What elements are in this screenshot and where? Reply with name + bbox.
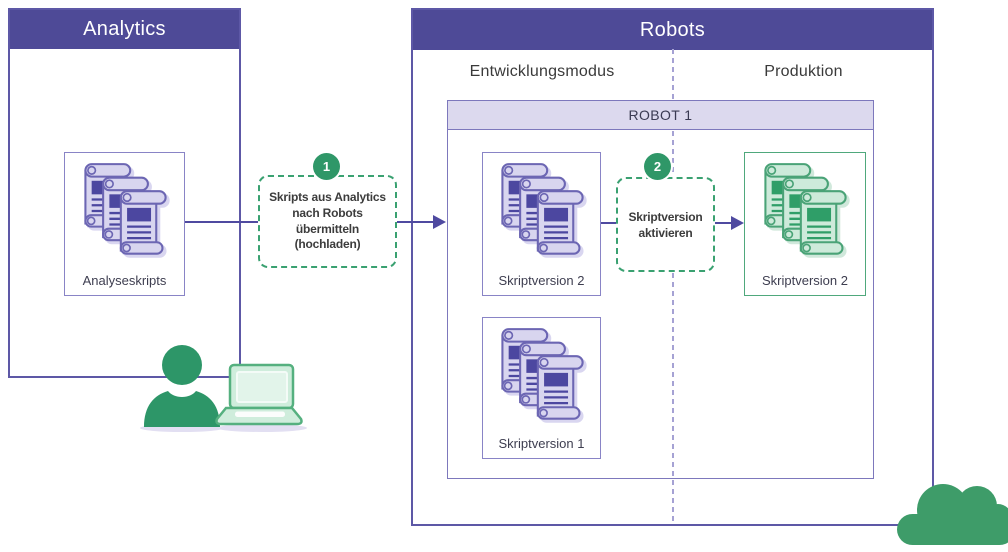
analytics-header: Analytics	[10, 10, 239, 49]
step-1-text-line4: (hochladen)	[294, 237, 361, 252]
analyseskripts-label: Analyseskripts	[82, 273, 167, 288]
step-1-badge: 1	[313, 153, 340, 180]
step-2-badge: 2	[644, 153, 671, 180]
script-stack-icon	[759, 161, 851, 261]
skriptversion1-label: Skriptversion 1	[498, 436, 585, 451]
robots-title: Robots	[639, 18, 706, 41]
script-stack-icon	[496, 161, 588, 261]
skriptversion2-prod-label: Skriptversion 2	[762, 273, 848, 288]
skriptversion2-prod-box: Skriptversion 2	[744, 152, 866, 296]
step-1-text-line1: Skripts aus Analytics	[269, 190, 386, 204]
robot1-title: ROBOT 1	[628, 107, 693, 123]
step-1-box: Skripts aus Analytics nach Robots übermi…	[258, 175, 397, 268]
skriptversion2-dev-label: Skriptversion 2	[498, 273, 585, 288]
laptop-icon	[215, 363, 303, 426]
column-label-produktion: Produktion	[764, 63, 843, 80]
robot1-header: ROBOT 1	[447, 100, 874, 130]
step-2-text-line1: Skriptversion	[628, 210, 703, 224]
skriptversion1-box: Skriptversion 1	[482, 317, 601, 459]
robots-header: Robots	[413, 10, 932, 50]
script-stack-icon	[79, 161, 171, 261]
column-label-entwicklungsmodus: Entwicklungsmodus	[469, 63, 615, 80]
shadow	[217, 424, 307, 432]
user-with-laptop	[140, 345, 307, 432]
analytics-title: Analytics	[83, 18, 166, 40]
user-icon	[144, 345, 220, 427]
step-1-text-line2: nach Robots	[292, 205, 363, 220]
step-1-text-line3: übermitteln	[295, 221, 360, 236]
step-2-text-line2: aktivieren	[638, 225, 693, 240]
analytics-panel: Analytics	[8, 8, 241, 378]
analyseskripts-box: Analyseskripts	[64, 152, 185, 296]
skriptversion2-dev-box: Skriptversion 2	[482, 152, 601, 296]
step-2-box: Skriptversion aktivieren	[616, 177, 715, 272]
cloud-icon	[897, 484, 1008, 545]
script-stack-icon	[496, 326, 588, 426]
